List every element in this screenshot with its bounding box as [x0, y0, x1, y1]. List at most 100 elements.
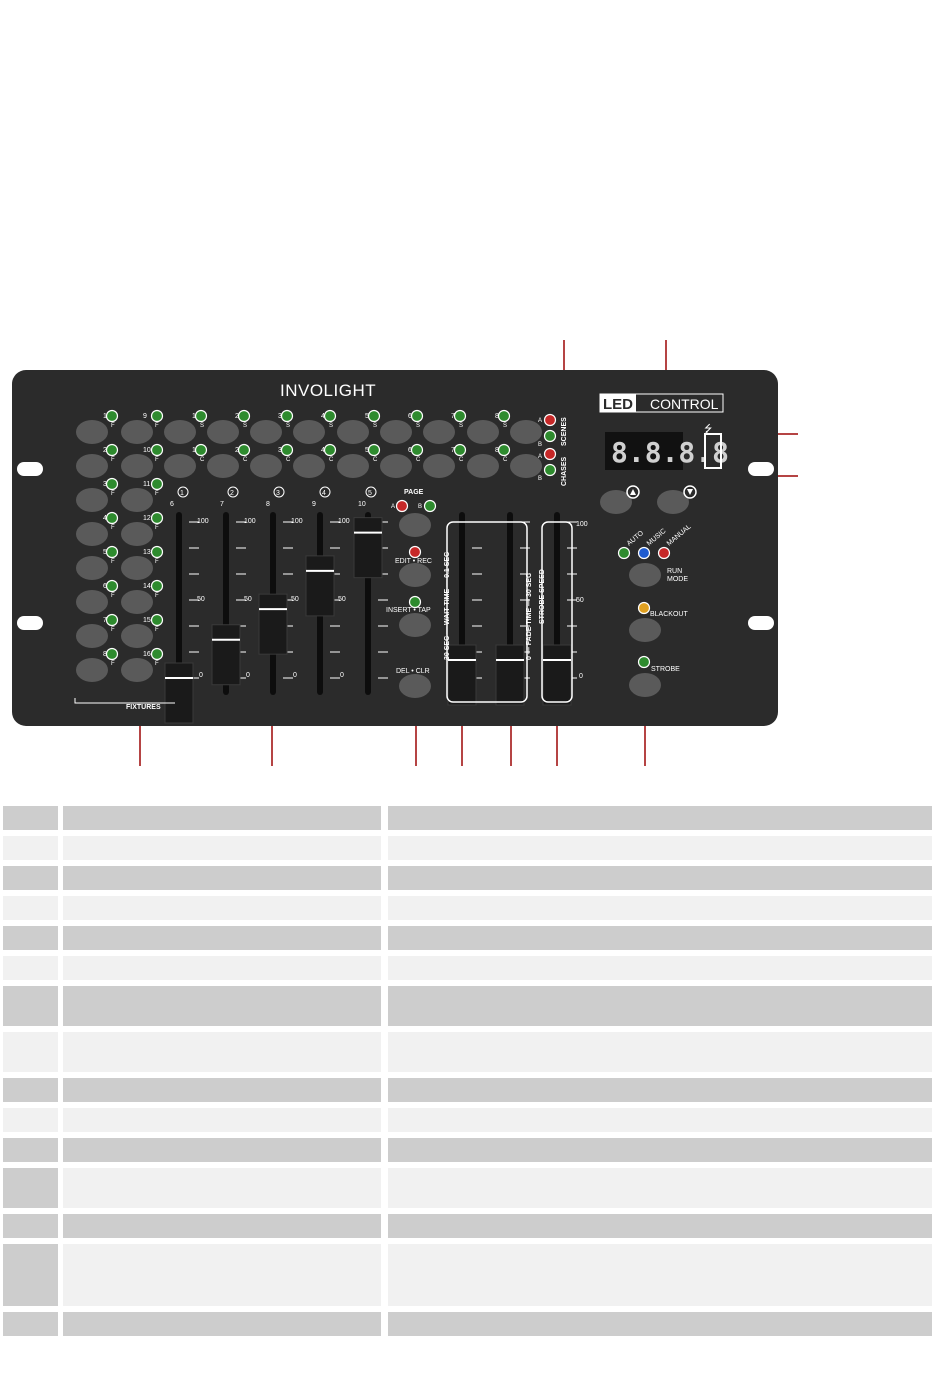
- chase-b-label: B: [538, 476, 542, 482]
- chase-button[interactable]: [293, 454, 325, 478]
- chase-button[interactable]: [467, 454, 499, 478]
- fixture-button[interactable]: [76, 420, 108, 444]
- scale-0: 0: [199, 672, 203, 679]
- table-row: [0, 956, 950, 980]
- scene-number: 3: [278, 413, 282, 420]
- fixture-led: [105, 477, 119, 491]
- channel-number-bottom: 7: [220, 501, 224, 508]
- up-arrow-icon: [626, 485, 640, 499]
- fixture-button[interactable]: [121, 454, 153, 478]
- fixtures-label: FIXTURES: [126, 704, 161, 711]
- fader-knob[interactable]: [211, 624, 241, 686]
- scene-button[interactable]: [207, 420, 239, 444]
- scene-number: 8: [495, 413, 499, 420]
- scene-led: [280, 409, 294, 423]
- chase-led: [280, 443, 294, 457]
- del-clr-button[interactable]: [399, 674, 431, 698]
- scene-button[interactable]: [293, 420, 325, 444]
- scale-50: 50: [576, 597, 584, 604]
- fader-knob[interactable]: [353, 517, 383, 579]
- table-cell: [388, 1138, 932, 1162]
- fader-knob[interactable]: [164, 662, 194, 724]
- table-cell: [388, 1108, 932, 1132]
- fixture-button[interactable]: [121, 624, 153, 648]
- table-row: [0, 1312, 950, 1336]
- chase-button[interactable]: [337, 454, 369, 478]
- chase-button[interactable]: [164, 454, 196, 478]
- fixture-button[interactable]: [121, 556, 153, 580]
- chase-button[interactable]: [510, 454, 542, 478]
- fixture-number: 3: [103, 481, 107, 488]
- scene-suffix: S: [243, 423, 247, 429]
- fixture-button[interactable]: [76, 590, 108, 614]
- fixture-button[interactable]: [76, 624, 108, 648]
- table-cell: [388, 1312, 932, 1336]
- table-row: [0, 806, 950, 830]
- chase-suffix: C: [416, 457, 421, 463]
- page-button[interactable]: [399, 513, 431, 537]
- edit-rec-button[interactable]: [399, 563, 431, 587]
- fixture-button[interactable]: [121, 488, 153, 512]
- fixture-button[interactable]: [121, 658, 153, 682]
- chase-button[interactable]: [423, 454, 455, 478]
- scene-button[interactable]: [250, 420, 282, 444]
- scene-b-led: [543, 429, 557, 443]
- up-button[interactable]: [600, 490, 632, 514]
- scene-button[interactable]: [337, 420, 369, 444]
- insert-tap-button[interactable]: [399, 613, 431, 637]
- chase-button[interactable]: [250, 454, 282, 478]
- fixture-button[interactable]: [76, 488, 108, 512]
- chase-button[interactable]: [380, 454, 412, 478]
- strobe-led: [637, 655, 651, 669]
- fixture-led: [150, 409, 164, 423]
- strobe-fader-bracket: [541, 521, 573, 703]
- fixture-number: 8: [103, 651, 107, 658]
- fader-knob[interactable]: [258, 593, 288, 655]
- scale-50: 50: [244, 596, 252, 603]
- strobe-label: STROBE: [651, 666, 680, 673]
- fader-knob[interactable]: [305, 555, 335, 617]
- table-cell: [3, 1312, 58, 1336]
- fixture-button[interactable]: [121, 522, 153, 546]
- chase-button[interactable]: [207, 454, 239, 478]
- scene-suffix: S: [329, 423, 333, 429]
- fixture-number: 6: [103, 583, 107, 590]
- chase-led: [194, 443, 208, 457]
- run-mode-button[interactable]: [629, 563, 661, 587]
- table-row: [0, 866, 950, 890]
- fixture-button[interactable]: [121, 420, 153, 444]
- scene-button[interactable]: [510, 420, 542, 444]
- blackout-button[interactable]: [629, 618, 661, 642]
- speed-fader-knob[interactable]: [542, 644, 572, 706]
- scene-button[interactable]: [164, 420, 196, 444]
- fixture-button[interactable]: [76, 556, 108, 580]
- speed-fader-knob[interactable]: [495, 644, 525, 706]
- usb-port[interactable]: [704, 433, 722, 469]
- fixture-button[interactable]: [76, 658, 108, 682]
- table-cell: [3, 1138, 58, 1162]
- rec-led: [408, 545, 422, 559]
- page-b-led: [423, 499, 437, 513]
- table-cell: [388, 836, 932, 860]
- chase-suffix: C: [503, 457, 508, 463]
- strobe-button[interactable]: [629, 673, 661, 697]
- scene-button[interactable]: [423, 420, 455, 444]
- table-cell: [63, 1032, 381, 1072]
- chase-suffix: C: [373, 457, 378, 463]
- chase-led: [410, 443, 424, 457]
- fixture-button[interactable]: [76, 454, 108, 478]
- table-cell: [388, 926, 932, 950]
- fixture-button[interactable]: [121, 590, 153, 614]
- chases-label: CHASES: [561, 456, 568, 486]
- fixture-led: [150, 477, 164, 491]
- scene-button[interactable]: [467, 420, 499, 444]
- fixture-suffix: F: [155, 559, 159, 565]
- scene-button[interactable]: [380, 420, 412, 444]
- down-button[interactable]: [657, 490, 689, 514]
- table-cell: [3, 806, 58, 830]
- fixture-button[interactable]: [76, 522, 108, 546]
- fixture-suffix: F: [155, 593, 159, 599]
- channel-badge: [365, 486, 377, 498]
- chase-led: [453, 443, 467, 457]
- speed-fader-knob[interactable]: [447, 644, 477, 706]
